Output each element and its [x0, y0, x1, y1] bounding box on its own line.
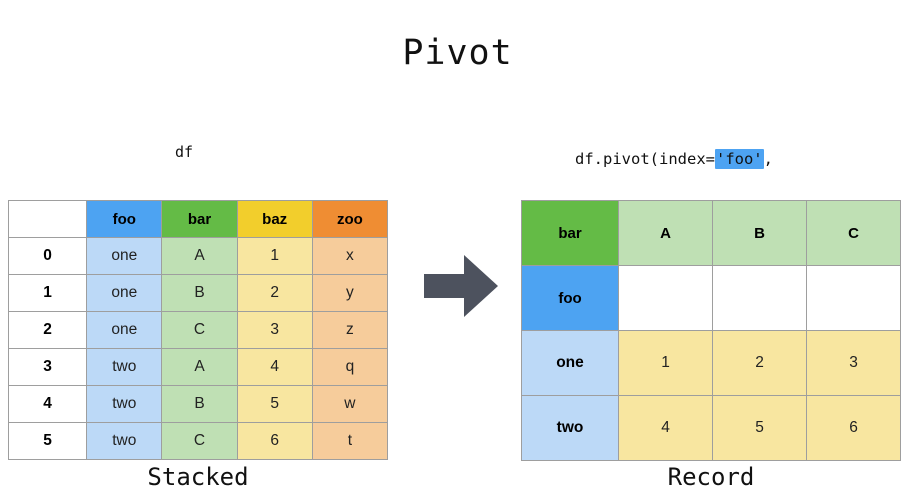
record-empty-cell — [712, 265, 807, 331]
record-columns-name: bar — [521, 200, 619, 266]
stacked-header-baz: baz — [236, 200, 313, 238]
record-empty-cell — [806, 265, 901, 331]
cell-bar: A — [161, 348, 238, 386]
record-table: bar A B C foo one 1 2 3 two 4 5 6 — [521, 200, 901, 461]
cell-bar: A — [161, 237, 238, 275]
code-text-index-suffix: , — [763, 150, 773, 168]
record-row-index: one — [521, 330, 619, 396]
table-row: 1 one B 2 y — [7, 274, 389, 312]
dataframe-label: df — [175, 143, 194, 161]
cell-zoo: x — [311, 237, 389, 275]
cell-zoo: t — [311, 422, 389, 460]
record-column-a: A — [618, 200, 713, 266]
row-index: 4 — [7, 385, 88, 423]
record-value-cell: 1 — [618, 330, 713, 396]
stacked-header-bar: bar — [161, 200, 238, 238]
record-empty-cell — [618, 265, 713, 331]
code-text-index-prefix: df.pivot(index= — [575, 150, 715, 168]
stacked-header-zoo: zoo — [311, 200, 389, 238]
record-value-cell: 6 — [806, 395, 901, 461]
table-row: 0 one A 1 x — [7, 237, 389, 275]
cell-baz: 6 — [236, 422, 313, 460]
table-row: 4 two B 5 w — [7, 385, 389, 423]
cell-baz: 2 — [236, 274, 313, 312]
table-row: 5 two C 6 t — [7, 422, 389, 460]
transform-arrow-icon — [424, 255, 498, 322]
cell-foo: one — [86, 274, 163, 312]
code-highlight-index-arg: 'foo' — [714, 149, 764, 169]
cell-baz: 4 — [236, 348, 313, 386]
row-index: 1 — [7, 274, 88, 312]
stacked-table: foo bar baz zoo 0 one A 1 x 1 one B 2 y … — [7, 200, 389, 460]
cell-zoo: z — [311, 311, 389, 349]
record-value-cell: 3 — [806, 330, 901, 396]
table-row: 3 two A 4 q — [7, 348, 389, 386]
cell-baz: 5 — [236, 385, 313, 423]
cell-foo: one — [86, 311, 163, 349]
cell-bar: C — [161, 422, 238, 460]
record-columns-header-row: bar A B C — [521, 200, 901, 266]
stacked-index-header — [7, 200, 88, 238]
record-value-cell: 4 — [618, 395, 713, 461]
table-row: one 1 2 3 — [521, 330, 901, 396]
cell-baz: 1 — [236, 237, 313, 275]
cell-baz: 3 — [236, 311, 313, 349]
stacked-caption: Stacked — [147, 463, 249, 491]
cell-bar: B — [161, 274, 238, 312]
row-index: 3 — [7, 348, 88, 386]
record-row-index: two — [521, 395, 619, 461]
cell-foo: two — [86, 422, 163, 460]
record-index-header-row: foo — [521, 265, 901, 331]
record-column-b: B — [712, 200, 807, 266]
row-index: 2 — [7, 311, 88, 349]
record-column-c: C — [806, 200, 901, 266]
record-index-name: foo — [521, 265, 619, 331]
cell-zoo: y — [311, 274, 389, 312]
cell-zoo: w — [311, 385, 389, 423]
record-value-cell: 5 — [712, 395, 807, 461]
table-header-row: foo bar baz zoo — [7, 200, 389, 238]
page-title: Pivot — [402, 33, 513, 73]
cell-bar: B — [161, 385, 238, 423]
cell-bar: C — [161, 311, 238, 349]
table-row: 2 one C 3 z — [7, 311, 389, 349]
code-line-index: df.pivot(index='foo', — [575, 148, 792, 170]
cell-foo: two — [86, 348, 163, 386]
row-index: 0 — [7, 237, 88, 275]
cell-zoo: q — [311, 348, 389, 386]
record-value-cell: 2 — [712, 330, 807, 396]
stacked-header-foo: foo — [86, 200, 163, 238]
record-caption: Record — [667, 463, 755, 491]
row-index: 5 — [7, 422, 88, 460]
cell-foo: two — [86, 385, 163, 423]
cell-foo: one — [86, 237, 163, 275]
table-row: two 4 5 6 — [521, 395, 901, 461]
